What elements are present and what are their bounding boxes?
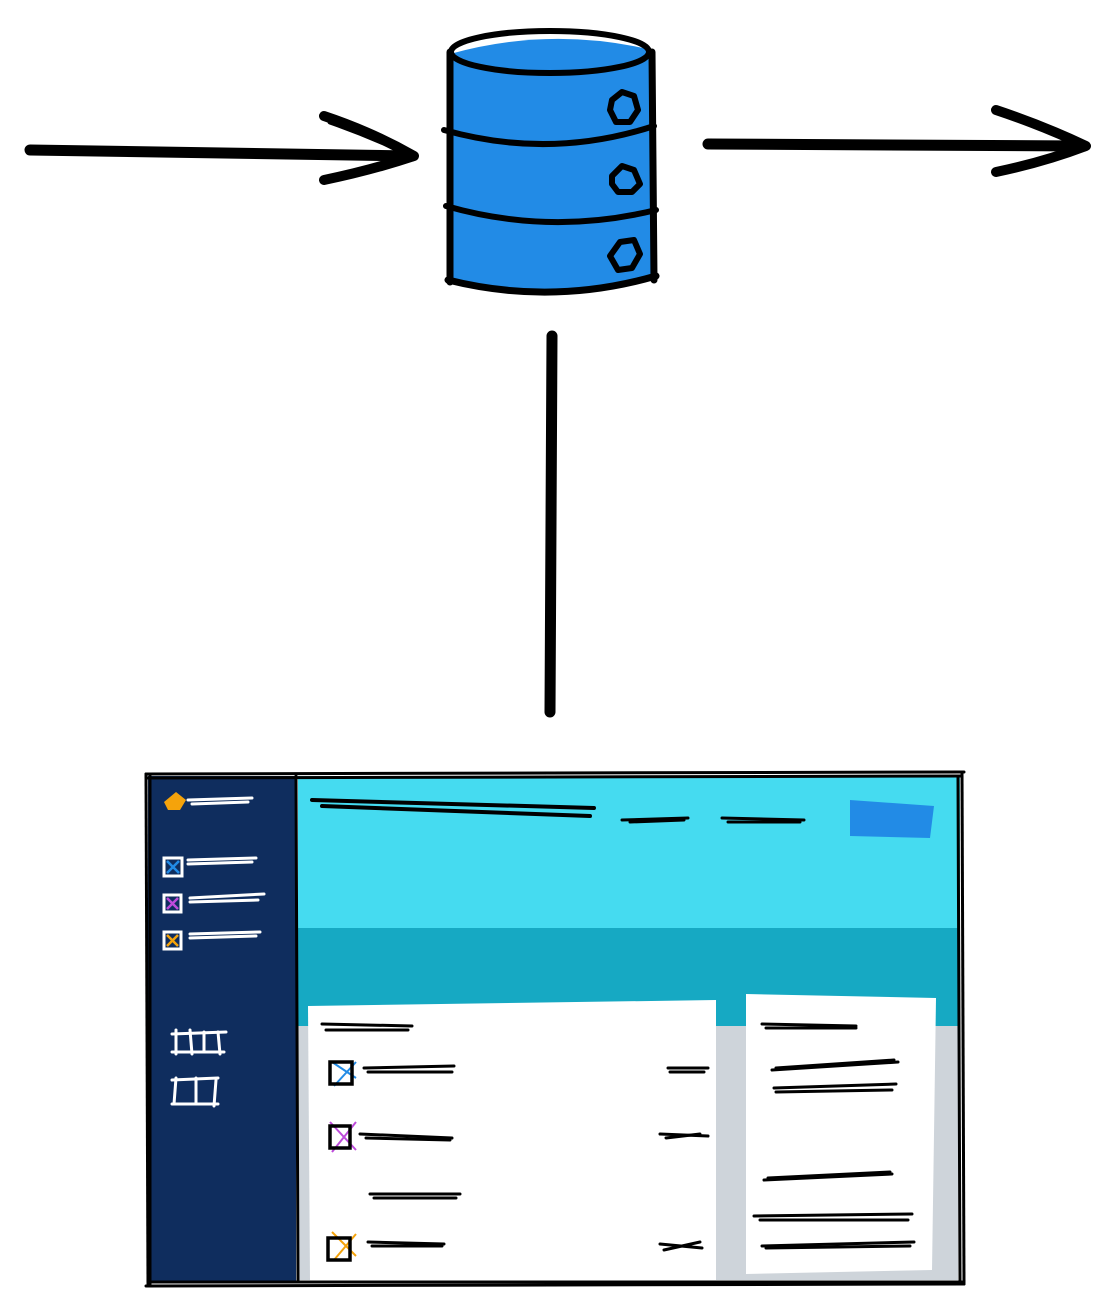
list-item[interactable]	[368, 1192, 462, 1200]
checkbox-icon	[328, 1060, 357, 1087]
app-sidebar	[148, 776, 296, 1282]
incoming-arrow	[24, 111, 419, 185]
main-card	[308, 1000, 716, 1280]
header-title-line	[310, 798, 596, 818]
outgoing-arrow	[702, 105, 1091, 177]
sidebar-nav-item-3[interactable]	[162, 930, 262, 951]
app-window-wireframe	[144, 770, 966, 1288]
checkbox-icon	[162, 930, 183, 951]
db-to-app-connector	[544, 330, 558, 718]
header-nav-link-2[interactable]	[720, 816, 806, 824]
checkbox-icon	[162, 893, 183, 914]
list-item[interactable]	[328, 1121, 710, 1153]
sidebar-nav-item-2[interactable]	[162, 892, 266, 914]
sidebar-footer	[170, 1028, 228, 1108]
checkbox-icon	[162, 856, 184, 878]
database-icon	[441, 28, 660, 296]
sidebar-nav-item-1[interactable]	[162, 856, 258, 878]
checkbox-icon	[328, 1121, 357, 1153]
header-nav-link-1[interactable]	[620, 816, 690, 824]
logo-icon	[164, 792, 186, 810]
list-item[interactable]	[326, 1231, 704, 1262]
side-card	[746, 994, 936, 1274]
header-cta-button[interactable]	[850, 800, 934, 838]
checkbox-icon	[326, 1231, 357, 1262]
list-item[interactable]	[328, 1060, 710, 1087]
app-header	[298, 776, 960, 930]
